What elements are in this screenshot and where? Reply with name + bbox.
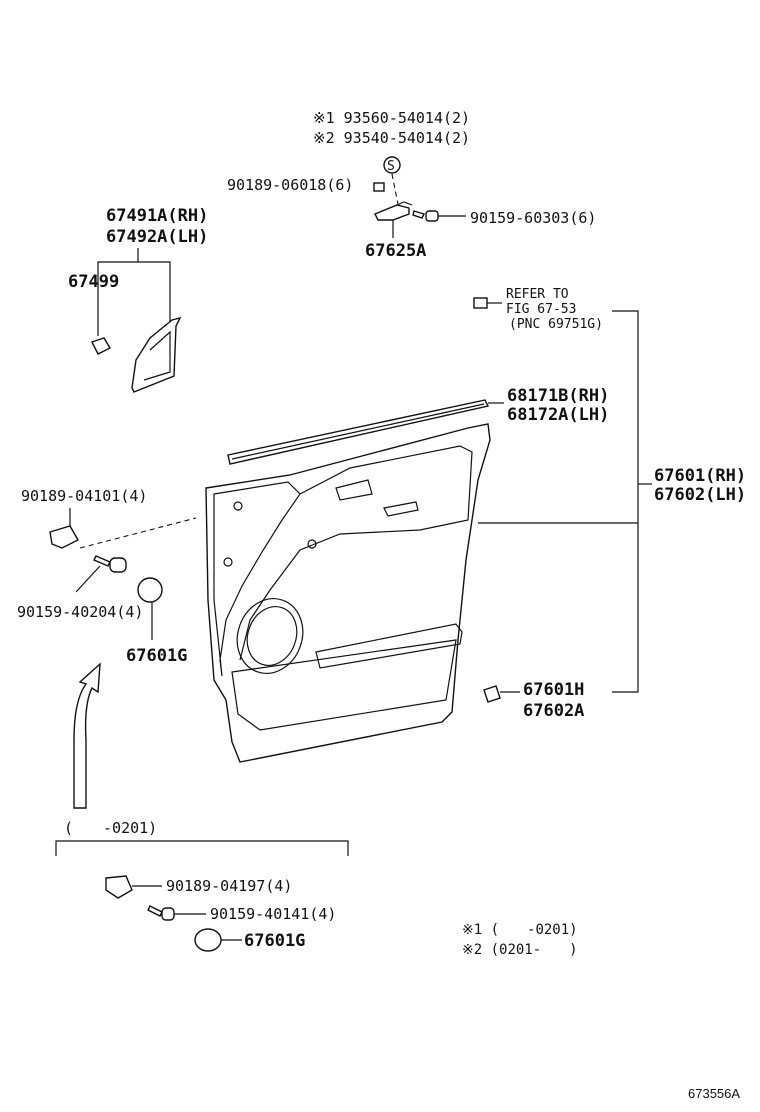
label-screw-top-1: ※1 93560-54014(2) bbox=[313, 109, 470, 127]
label-trim-lh: 67492A(LH) bbox=[106, 227, 208, 247]
clip-04197-icon bbox=[105, 875, 162, 899]
cap-67601g-2-icon bbox=[194, 928, 242, 952]
label-bracket: 67625A bbox=[365, 241, 426, 261]
clip-67499-icon bbox=[91, 337, 111, 355]
label-clip-04197: 90189-04197(4) bbox=[166, 877, 292, 895]
s-marker-circle bbox=[383, 156, 401, 174]
label-screw-60303: 90159-60303(6) bbox=[470, 209, 596, 227]
label-refer-1: REFER TO bbox=[506, 287, 569, 302]
label-screw-top-2: ※2 93540-54014(2) bbox=[313, 129, 470, 147]
label-screw-40204: 90159-40204(4) bbox=[17, 603, 143, 621]
label-note-1: ※1 ( -0201) bbox=[462, 922, 578, 938]
label-clip-h: 67601H bbox=[523, 680, 584, 700]
screw-dash-line bbox=[391, 173, 399, 205]
trim-leader bbox=[97, 261, 171, 322]
bracket-67625a-icon bbox=[374, 201, 413, 238]
clip-06018-icon bbox=[373, 182, 385, 192]
arrow-up-icon bbox=[73, 662, 101, 809]
label-clip-67499: 67499 bbox=[68, 272, 119, 292]
cap-67601g-icon bbox=[137, 577, 163, 603]
clip-67601h-icon bbox=[483, 685, 520, 703]
label-clip-602a: 67602A bbox=[523, 701, 584, 721]
label-range: ( -0201) bbox=[64, 819, 157, 837]
range-bracket bbox=[55, 840, 349, 856]
label-panel-lh: 67602(LH) bbox=[654, 485, 746, 505]
screw-60303-icon bbox=[412, 210, 466, 222]
label-weather-rh: 68171B(RH) bbox=[507, 386, 609, 406]
screw-40204-icon bbox=[93, 555, 127, 573]
label-panel-rh: 67601(RH) bbox=[654, 466, 746, 486]
label-clip-06018: 90189-06018(6) bbox=[227, 176, 353, 194]
label-refer-3: (PNC 69751G) bbox=[509, 317, 603, 332]
label-s-marker: S bbox=[387, 159, 395, 174]
label-cap-g: 67601G bbox=[126, 646, 187, 666]
label-clip-04101: 90189-04101(4) bbox=[21, 487, 147, 505]
label-refer-2: FIG 67-53 bbox=[506, 302, 576, 317]
label-screw-40141: 90159-40141(4) bbox=[210, 905, 336, 923]
label-note-2: ※2 (0201- ) bbox=[462, 942, 578, 958]
clip-04101-icon bbox=[49, 525, 79, 549]
door-trim-panel-icon bbox=[205, 423, 491, 763]
refer-clip-icon bbox=[473, 297, 502, 309]
screw-40141-icon bbox=[147, 905, 206, 921]
label-cap-g-2: 67601G bbox=[244, 931, 305, 951]
label-trim-rh: 67491A(RH) bbox=[106, 206, 208, 226]
corner-trim-icon bbox=[131, 316, 182, 393]
panel-bracket bbox=[612, 310, 639, 693]
label-weather-lh: 68172A(LH) bbox=[507, 405, 609, 425]
label-diagram-code: 673556A bbox=[688, 1086, 740, 1101]
weatherstrip-icon bbox=[227, 399, 504, 465]
